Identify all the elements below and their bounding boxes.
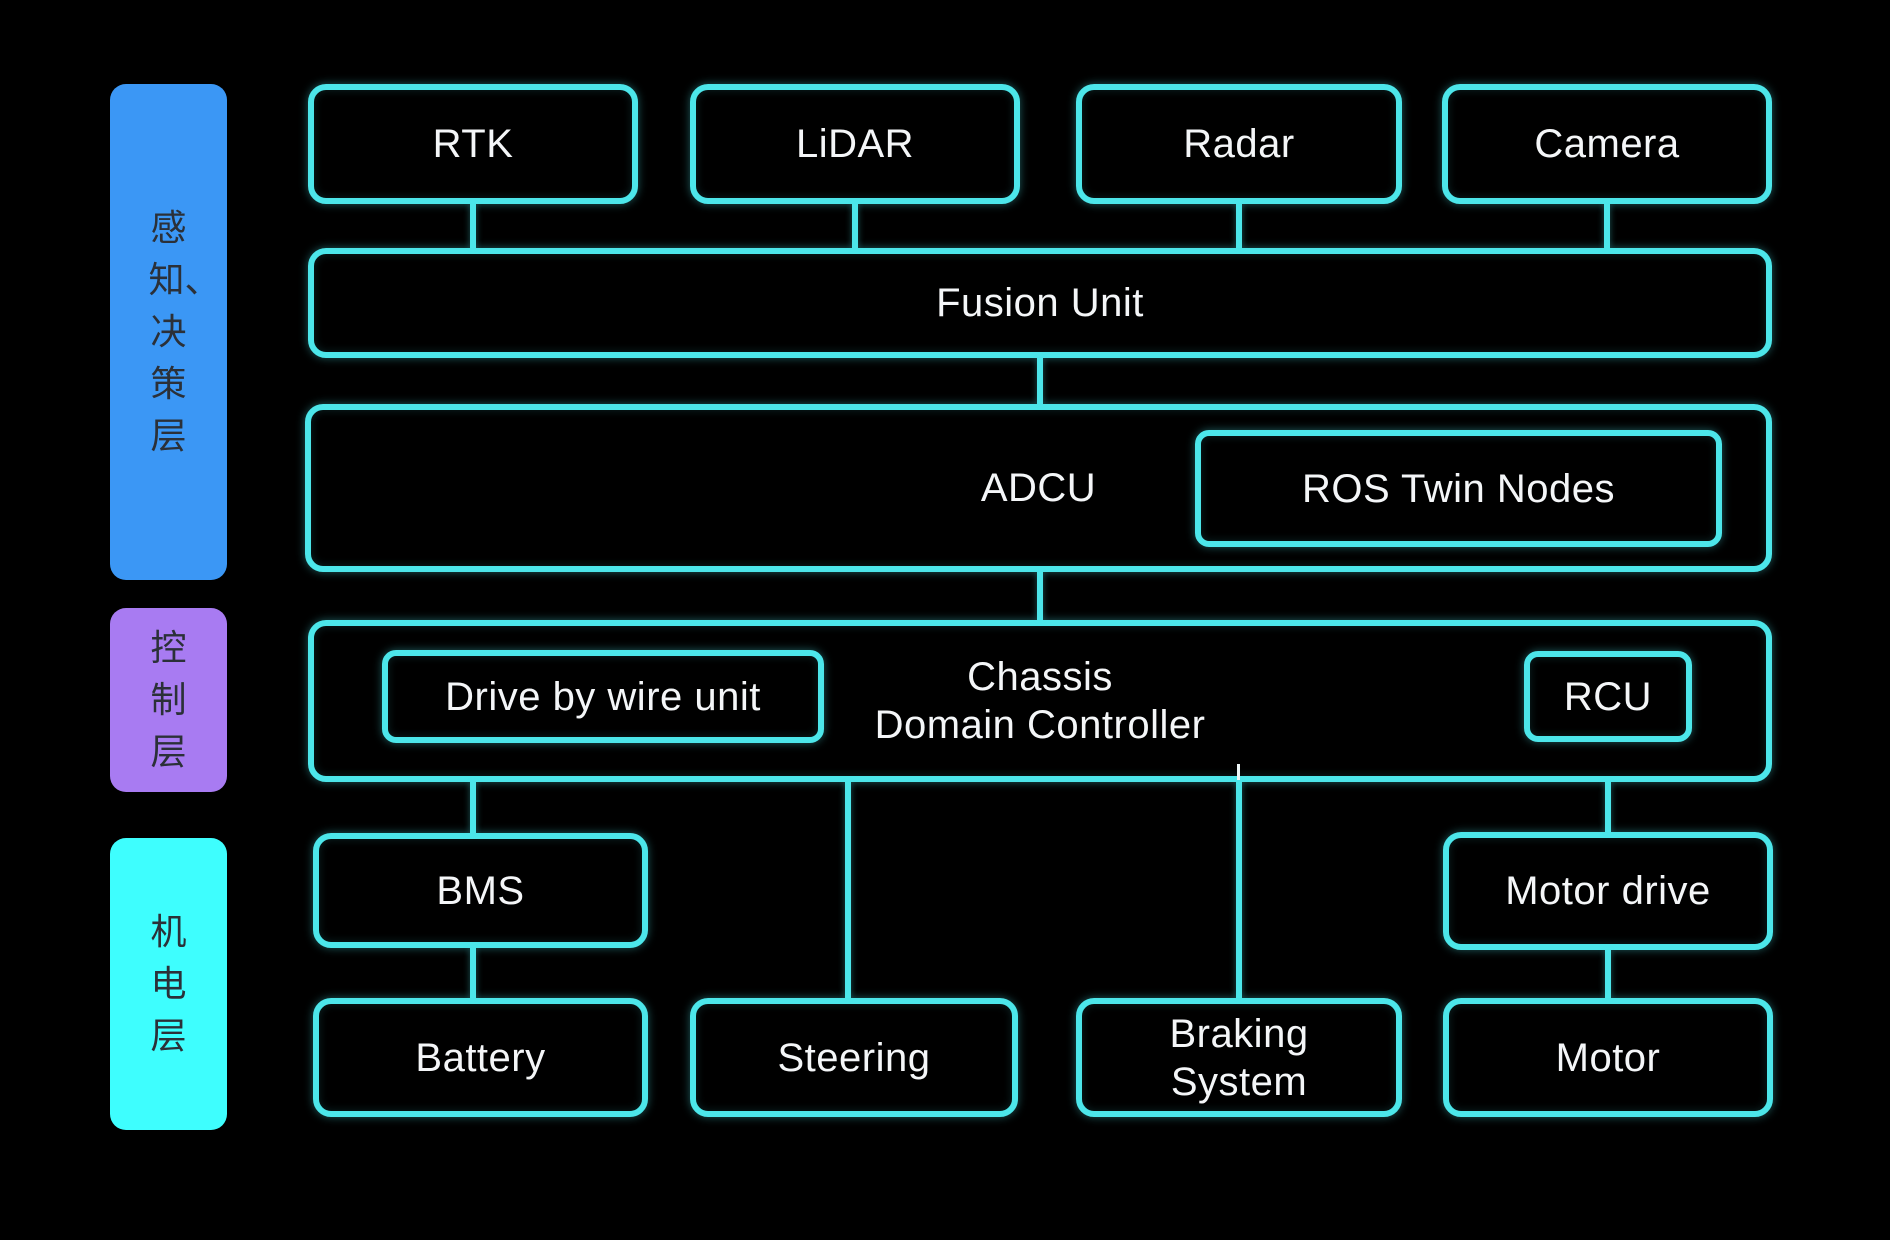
layer-label-control: 控制层: [110, 608, 227, 792]
node-chassis-label: Chassis Domain Controller: [875, 653, 1206, 749]
layer-label-perception-decision: 感知、决策层: [110, 84, 227, 580]
chassis-label-line2: Domain Controller: [874, 703, 1206, 747]
connector-camera-fusion: [1604, 204, 1610, 248]
node-radar: Radar: [1076, 84, 1402, 204]
layer-label-mechatronics: 机电层: [110, 838, 227, 1130]
connector-white-stub: [1237, 764, 1240, 780]
node-chassis-domain-controller: Chassis Domain Controller: [308, 620, 1772, 782]
node-ros-twin-nodes: ROS Twin Nodes: [1195, 430, 1722, 547]
connector-chassis-steering: [845, 782, 851, 998]
node-motor-drive: Motor drive: [1443, 832, 1773, 950]
node-lidar-label: LiDAR: [795, 122, 915, 166]
layer-label-text: 感知、决策层: [148, 207, 221, 456]
node-lidar: LiDAR: [690, 84, 1020, 204]
connector-chassis-bms: [470, 782, 476, 833]
layer-label-text: 控制层: [150, 627, 187, 772]
node-ros-twin-nodes-label: ROS Twin Nodes: [1301, 466, 1616, 511]
node-motor-label: Motor: [1555, 1035, 1661, 1080]
braking-label-line1: Braking: [1169, 1011, 1309, 1056]
node-motor-drive-label: Motor drive: [1505, 869, 1711, 913]
node-rtk-label: RTK: [432, 122, 514, 166]
node-drive-by-wire-label: Drive by wire unit: [445, 674, 761, 719]
connector-adcu-chassis: [1037, 572, 1043, 620]
node-camera: Camera: [1442, 84, 1772, 204]
node-braking-label: Braking System: [1169, 1010, 1308, 1106]
node-drive-by-wire-unit: Drive by wire unit: [382, 650, 824, 743]
connector-chassis-motor-drive: [1605, 782, 1611, 832]
node-bms: BMS: [313, 833, 648, 948]
node-radar-label: Radar: [1183, 122, 1295, 166]
braking-label-line2: System: [1170, 1059, 1308, 1104]
node-battery: Battery: [313, 998, 648, 1117]
node-fusion-unit-label: Fusion Unit: [936, 281, 1144, 325]
connector-chassis-braking: [1236, 782, 1242, 998]
node-motor: Motor: [1443, 998, 1773, 1117]
node-rcu-label: RCU: [1563, 674, 1653, 719]
connector-motor-drive-motor: [1605, 950, 1611, 998]
connector-rtk-fusion: [470, 204, 476, 248]
connector-lidar-fusion: [852, 204, 858, 248]
connector-radar-fusion: [1236, 204, 1242, 248]
chassis-label-line1: Chassis: [967, 655, 1113, 699]
layer-label-text: 机电层: [150, 911, 187, 1056]
node-braking-system: Braking System: [1076, 998, 1402, 1117]
node-rtk: RTK: [308, 84, 638, 204]
node-adcu-label: ADCU: [980, 466, 1097, 510]
node-fusion-unit: Fusion Unit: [308, 248, 1772, 358]
node-rcu: RCU: [1524, 651, 1692, 742]
node-bms-label: BMS: [436, 868, 525, 913]
node-camera-label: Camera: [1534, 122, 1680, 166]
node-steering: Steering: [690, 998, 1018, 1117]
connector-bms-battery: [470, 948, 476, 998]
node-adcu: ADCU: [305, 404, 1772, 572]
connector-fusion-adcu: [1037, 358, 1043, 404]
node-steering-label: Steering: [777, 1035, 931, 1080]
node-battery-label: Battery: [415, 1035, 546, 1080]
